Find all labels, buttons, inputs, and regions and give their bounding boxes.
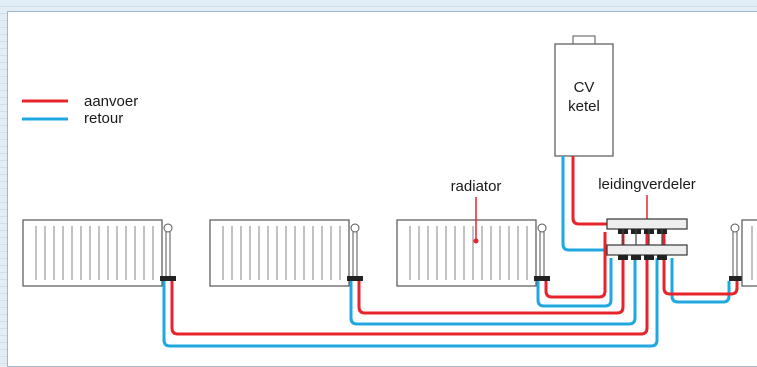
valve-connector (729, 276, 745, 281)
radiator-valve (534, 223, 550, 281)
radiator-valve (347, 223, 363, 281)
radiator-panel (396, 219, 537, 287)
radiator-valve (729, 223, 745, 281)
radiator-3 (396, 197, 550, 287)
manifold-supply-bar (606, 218, 688, 230)
valve-connector (160, 276, 176, 281)
boiler-return-pipe (561, 156, 612, 252)
boiler-supply-pipe (571, 156, 612, 226)
boiler-label-line2: ketel (568, 98, 600, 115)
manifold-return-outlets (618, 255, 667, 260)
manifold-supply-outlets (618, 229, 667, 234)
radiator-label: radiator (451, 178, 502, 195)
radiator-fins (222, 226, 341, 280)
legend-supply-label: aanvoer (84, 93, 138, 110)
manifold-return-bar (606, 244, 688, 256)
radiator-1-supply-pipe (170, 232, 649, 336)
boiler-label-line1: CV (574, 79, 595, 96)
boiler-pipes (561, 156, 612, 252)
radiator-fins (35, 226, 154, 280)
radiator-valve (160, 223, 176, 281)
radiator-4 (729, 219, 757, 287)
radiator-panel (209, 219, 350, 287)
radiator-3-return-pipe (536, 258, 613, 308)
radiator-4-return-pipe (670, 258, 731, 304)
valve-connector (347, 276, 363, 281)
manifold (606, 218, 688, 260)
valve-connector (534, 276, 550, 281)
radiator-1-return-pipe (162, 258, 659, 348)
radiator-fins (409, 226, 528, 280)
manifold-valve-stems (622, 229, 663, 245)
radiator-2-supply-pipe (357, 232, 625, 315)
distribution-pipes (162, 232, 739, 348)
radiator-4-supply-pipe (662, 232, 739, 296)
boiler-body (554, 43, 614, 157)
manifold-label: leidingverdeler (598, 176, 696, 193)
legend: aanvoer retour (22, 93, 138, 127)
legend-return-label: retour (84, 110, 123, 127)
diagram-canvas (7, 11, 757, 367)
cv-boiler: CV ketel (554, 35, 614, 157)
radiator-panel (741, 219, 757, 287)
radiator-label-dot (473, 238, 479, 244)
radiator-panel (22, 219, 163, 287)
radiator-2 (209, 219, 363, 287)
radiator-2-return-pipe (349, 258, 637, 326)
radiator-3-supply-pipe (544, 232, 607, 299)
radiator-1 (22, 219, 176, 287)
